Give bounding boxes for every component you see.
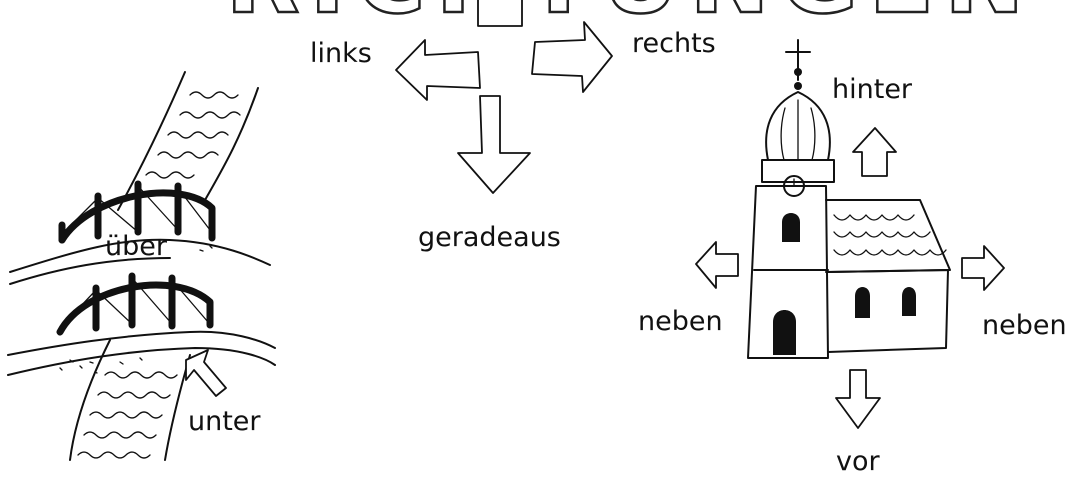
up-arrow-stub <box>477 0 523 27</box>
label-links: links <box>310 38 372 69</box>
left-arrow-icon <box>395 39 481 101</box>
label-ueber: über <box>105 231 168 262</box>
label-neben-left: neben <box>638 306 723 337</box>
label-rechts: rechts <box>632 28 716 59</box>
down-arrow-icon <box>457 95 531 194</box>
small-down-arrow-icon <box>835 369 881 429</box>
diagonal-arrow-icon <box>185 349 227 397</box>
label-geradeaus: geradeaus <box>418 222 561 253</box>
up-arrow-icon <box>852 127 897 177</box>
label-unter: unter <box>188 406 261 437</box>
label-vor: vor <box>836 446 880 477</box>
page-title: RICHTUNGEN <box>226 0 1035 35</box>
right-arrow-icon <box>531 21 613 93</box>
label-neben-right: neben <box>982 310 1067 341</box>
church-drawing <box>747 39 951 359</box>
bridge-drawing <box>7 71 276 461</box>
small-left-arrow-icon <box>695 241 739 289</box>
label-hinter: hinter <box>832 74 913 105</box>
small-right-arrow-icon <box>961 245 1005 291</box>
